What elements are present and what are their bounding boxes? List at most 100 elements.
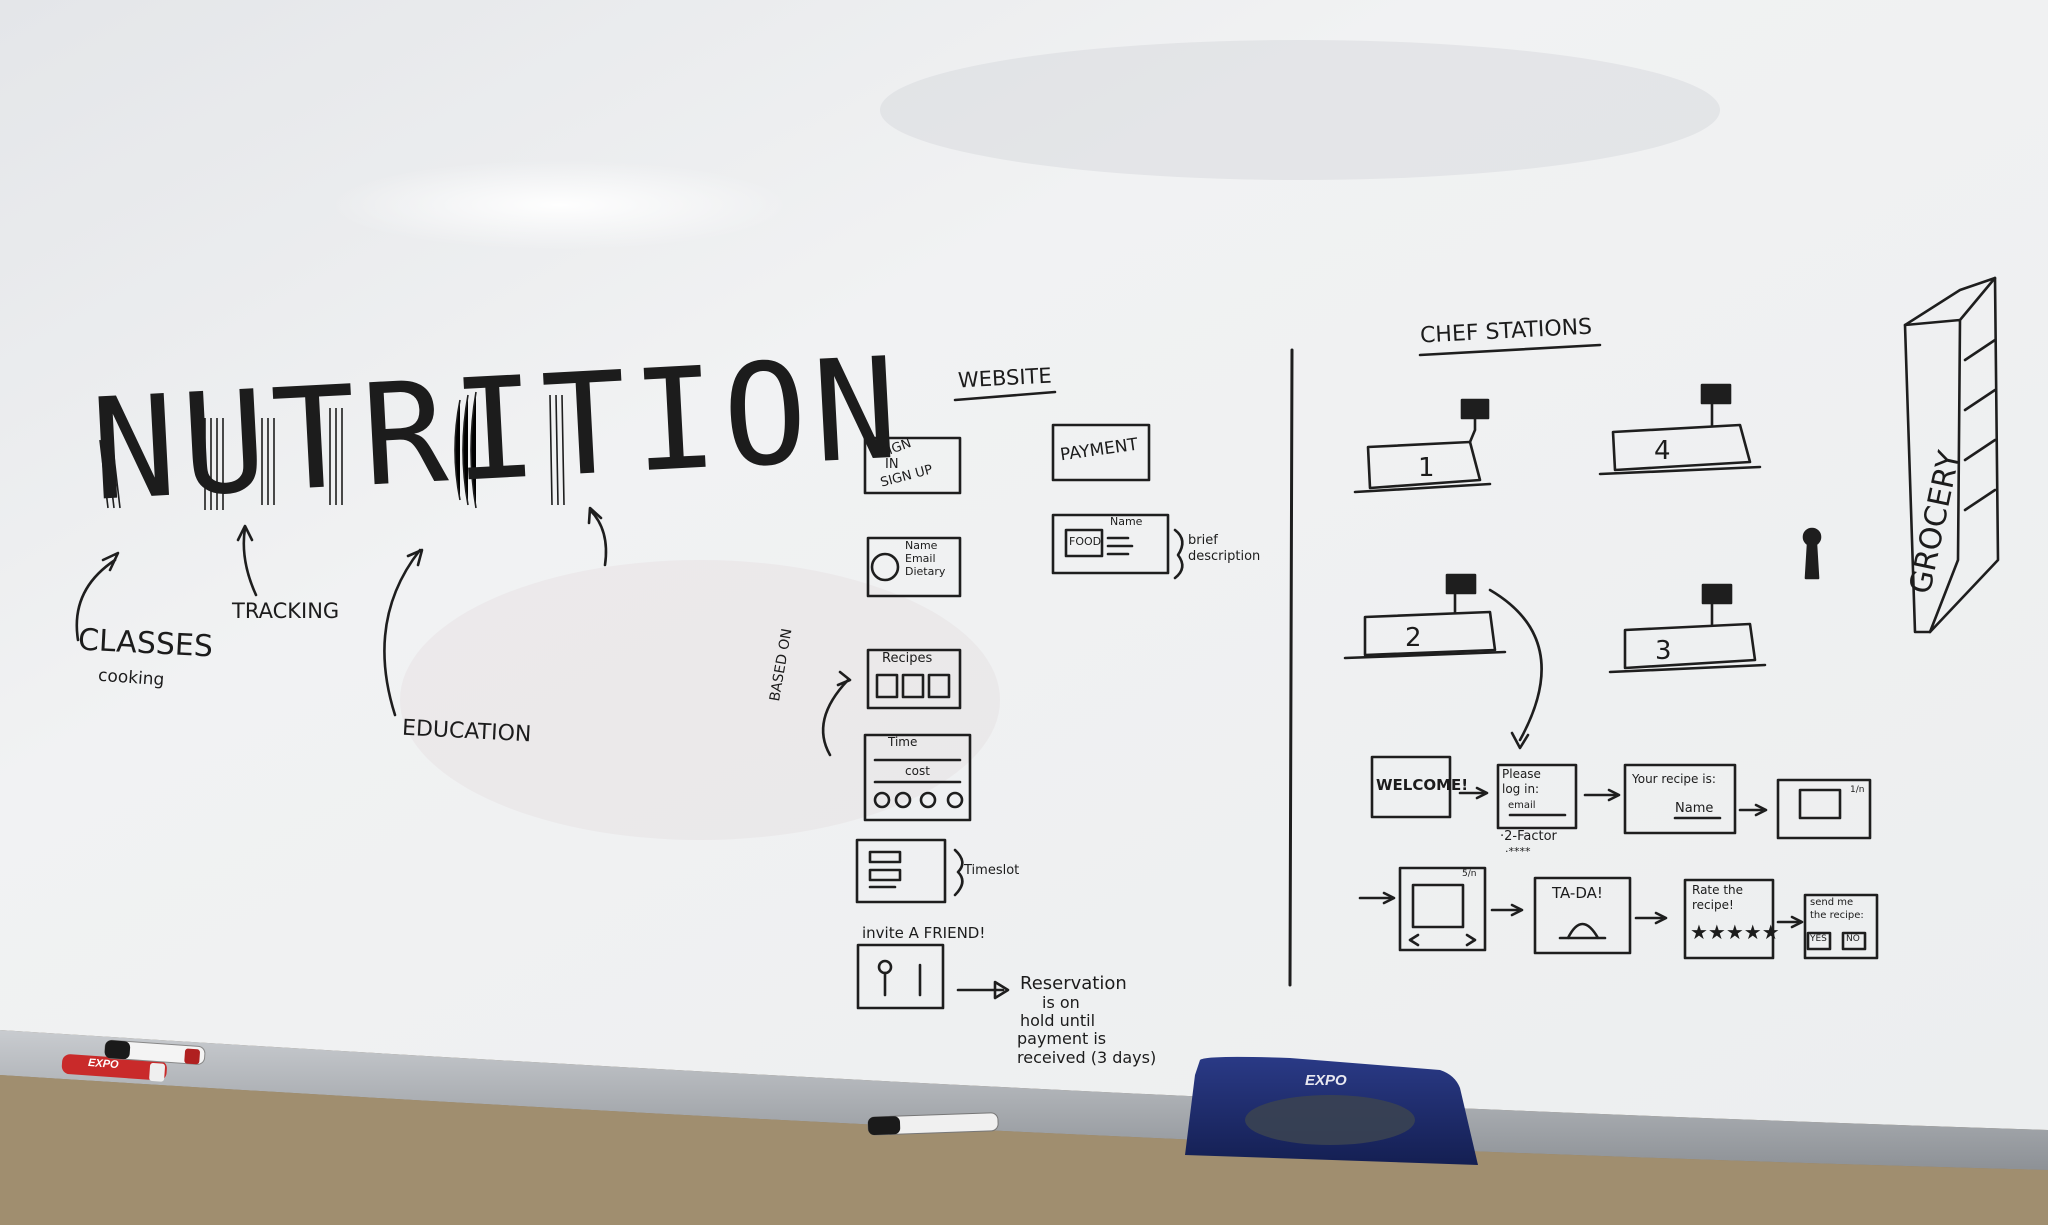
arrow-to-welcome bbox=[1488, 588, 1543, 742]
send-line-1: send me bbox=[1810, 897, 1854, 908]
filter-chip-icon bbox=[919, 791, 937, 809]
filter-chip-icon bbox=[946, 791, 964, 809]
letter-hatching bbox=[99, 391, 565, 510]
sign-in-label: IN bbox=[885, 457, 899, 472]
food-image-frame bbox=[1064, 528, 1104, 558]
timeslot-label: Timeslot bbox=[964, 863, 1020, 878]
station-1-counter bbox=[1366, 440, 1482, 490]
timeslot-lines bbox=[868, 850, 902, 889]
login-line-1: Please bbox=[1502, 767, 1541, 781]
website-title: WEBSITE bbox=[957, 363, 1053, 393]
shelf-lines bbox=[1963, 338, 1997, 512]
welcome-frame bbox=[1370, 755, 1452, 819]
tada-frame bbox=[1533, 876, 1632, 955]
station-3-flag-icon bbox=[1701, 583, 1733, 605]
reservation-line-1: Reservation bbox=[1020, 973, 1127, 994]
recipes-label: Recipes bbox=[882, 651, 933, 666]
arrowhead-icon bbox=[1754, 803, 1768, 817]
payment-frame bbox=[1051, 423, 1151, 482]
arrowhead-icon bbox=[101, 551, 120, 572]
arrow-education bbox=[383, 548, 422, 717]
station-4-flag-icon bbox=[1700, 383, 1732, 405]
step-n-image bbox=[1411, 883, 1465, 929]
eraser-brand: EXPO bbox=[1305, 1072, 1347, 1089]
recipe-name-label: Name bbox=[1675, 801, 1714, 816]
no-button-frame bbox=[1841, 931, 1867, 951]
food-card-frame bbox=[1051, 513, 1170, 575]
yes-button-frame bbox=[1806, 931, 1832, 951]
recipe-thumb bbox=[875, 673, 899, 699]
station-2-number: 2 bbox=[1405, 623, 1422, 653]
station-1-number: 1 bbox=[1418, 453, 1435, 483]
two-factor-label: ·2-Factor bbox=[1500, 829, 1557, 844]
arrowhead-icon bbox=[993, 980, 1010, 1000]
keyhole-icon bbox=[1802, 527, 1822, 547]
station-1-floor bbox=[1353, 482, 1492, 494]
arrowhead-icon bbox=[1510, 731, 1530, 750]
yes-label: YES bbox=[1810, 934, 1827, 944]
floor-wall bbox=[0, 1075, 2048, 1225]
recipe-name-frame bbox=[1623, 763, 1737, 835]
reservation-line-3: hold until bbox=[1020, 1011, 1096, 1030]
arrowhead-icon bbox=[1475, 786, 1489, 800]
station-4-counter bbox=[1611, 423, 1752, 472]
eraser-smudge bbox=[880, 40, 1720, 180]
station-2-flag-icon bbox=[1445, 573, 1477, 595]
arrowhead-icon bbox=[406, 548, 424, 567]
station-4-floor bbox=[1598, 465, 1762, 476]
station-4-number: 4 bbox=[1654, 436, 1671, 466]
invite-frame bbox=[856, 943, 945, 1010]
brief-label: brief bbox=[1188, 533, 1218, 548]
profile-frame bbox=[866, 536, 962, 598]
login-frame bbox=[1496, 763, 1578, 830]
timeslot-frame bbox=[855, 838, 947, 904]
send-frame bbox=[1803, 893, 1879, 960]
rate-frame bbox=[1683, 878, 1775, 960]
reservation-line-2: is on bbox=[1042, 993, 1080, 1012]
step-one-frame bbox=[1776, 778, 1872, 840]
rate-line-1: Rate the bbox=[1692, 883, 1744, 897]
reservation-line-5: received (3 days) bbox=[1017, 1048, 1157, 1067]
food-label: FOOD bbox=[1069, 535, 1102, 548]
description-label: description bbox=[1188, 549, 1261, 564]
login-field: email bbox=[1508, 800, 1536, 811]
step-n-frame bbox=[1398, 866, 1487, 952]
marker-tray bbox=[0, 1030, 2048, 1170]
grocery-shelf bbox=[1903, 276, 2000, 634]
arrow-fourth bbox=[588, 508, 608, 567]
brace-icon bbox=[953, 848, 964, 897]
arrowhead-icon bbox=[1382, 891, 1396, 905]
arrowhead-icon bbox=[587, 506, 603, 525]
step-counter-last: 5/n bbox=[1462, 869, 1477, 879]
arrowhead-icon bbox=[236, 524, 254, 542]
sign-in-frame bbox=[863, 436, 962, 495]
based-on-arrow bbox=[821, 678, 850, 757]
light-glare bbox=[330, 160, 790, 250]
filter-cost: cost bbox=[905, 764, 930, 778]
station-3-counter bbox=[1623, 622, 1757, 670]
filter-time: Time bbox=[888, 735, 918, 749]
section-divider bbox=[1288, 348, 1294, 987]
branch-tracking: TRACKING bbox=[232, 599, 340, 623]
welcome-label: WELCOME! bbox=[1376, 776, 1469, 794]
eraser-smudge bbox=[400, 560, 1000, 840]
branch-classes: CLASSES bbox=[77, 622, 214, 665]
invite-label: invite A FRIEND! bbox=[862, 924, 986, 942]
filters-frame bbox=[863, 733, 972, 822]
marker-brand: EXPO bbox=[87, 1056, 119, 1072]
list-lines-icon bbox=[1106, 536, 1134, 556]
nutrition-heading: NUTRITION bbox=[87, 327, 908, 533]
reservation-line-4: payment is bbox=[1017, 1029, 1107, 1048]
arrowhead-icon bbox=[1790, 915, 1804, 929]
step-one-image bbox=[1798, 788, 1842, 820]
website-underline bbox=[953, 390, 1057, 402]
chef-underline bbox=[1418, 343, 1602, 357]
person-icon bbox=[883, 963, 922, 997]
your-recipe-label: Your recipe is: bbox=[1632, 772, 1716, 786]
station-2-floor bbox=[1343, 650, 1507, 660]
recipe-thumb bbox=[901, 673, 925, 699]
keyhole-icon bbox=[1804, 543, 1820, 580]
arrowhead-icon bbox=[836, 670, 852, 687]
dish-icon bbox=[1558, 922, 1607, 940]
